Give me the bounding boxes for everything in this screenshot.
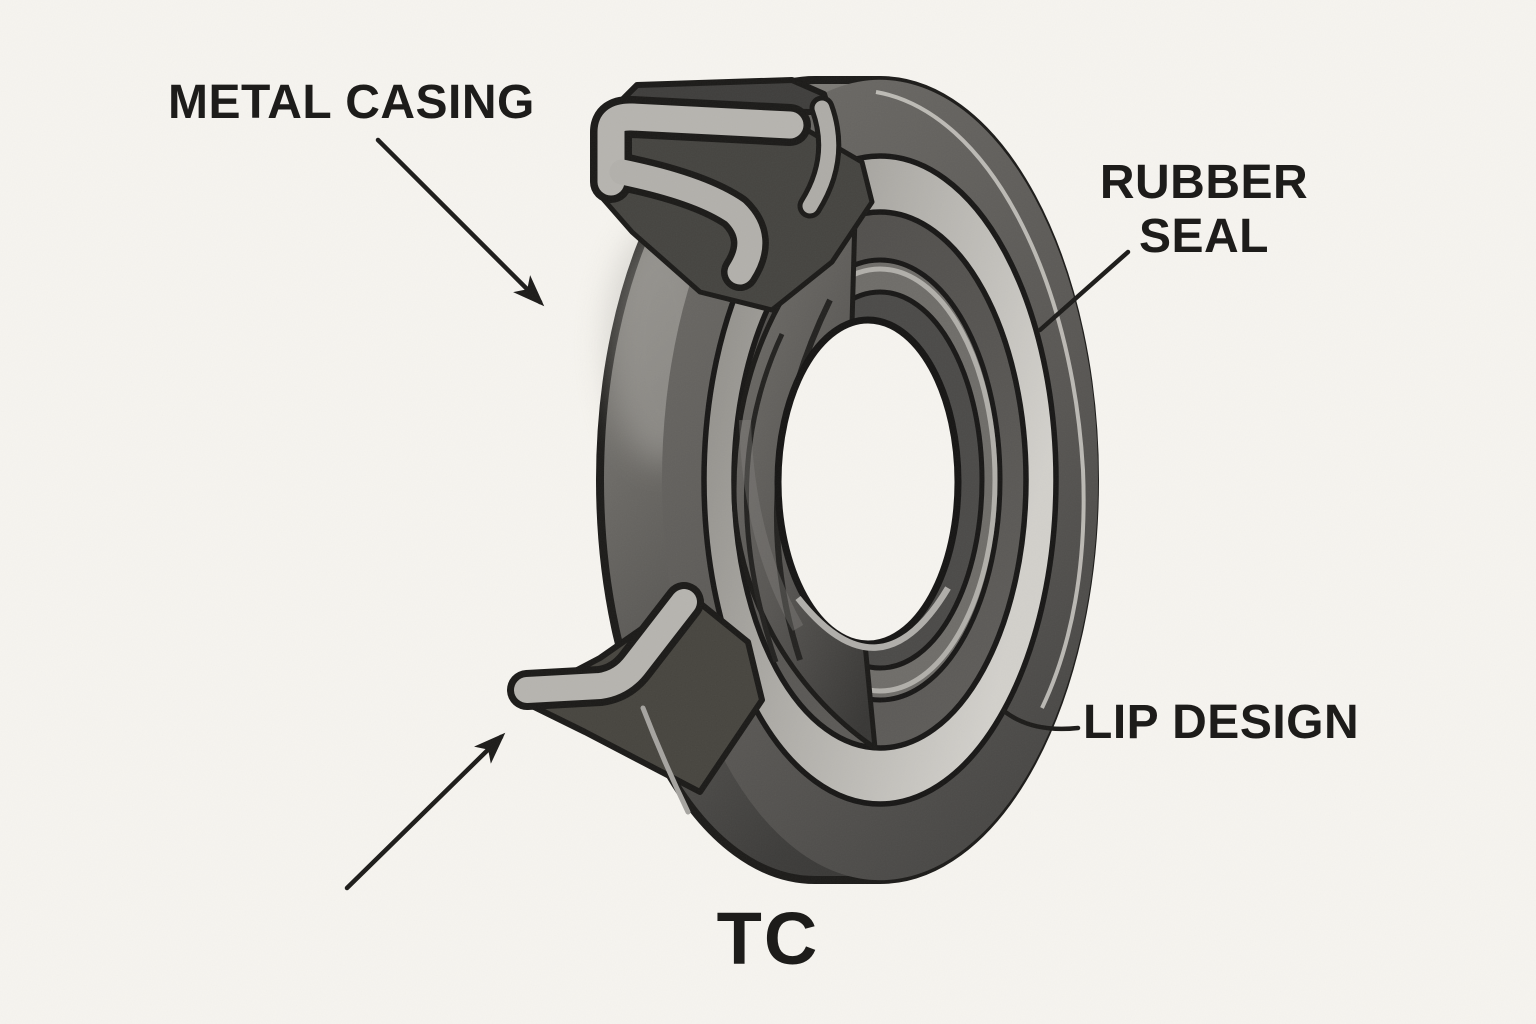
rubber-seal-label-line2: SEAL (1138, 209, 1269, 263)
metal-casing-label: METAL CASING (168, 76, 535, 129)
rubber-seal-label: RUBBER SEAL (1078, 156, 1330, 264)
seal-type-code: TC (716, 897, 820, 980)
lip-design-label: LIP DESIGN (1083, 696, 1360, 749)
rubber-seal-label-line1: RUBBER (1099, 156, 1309, 209)
